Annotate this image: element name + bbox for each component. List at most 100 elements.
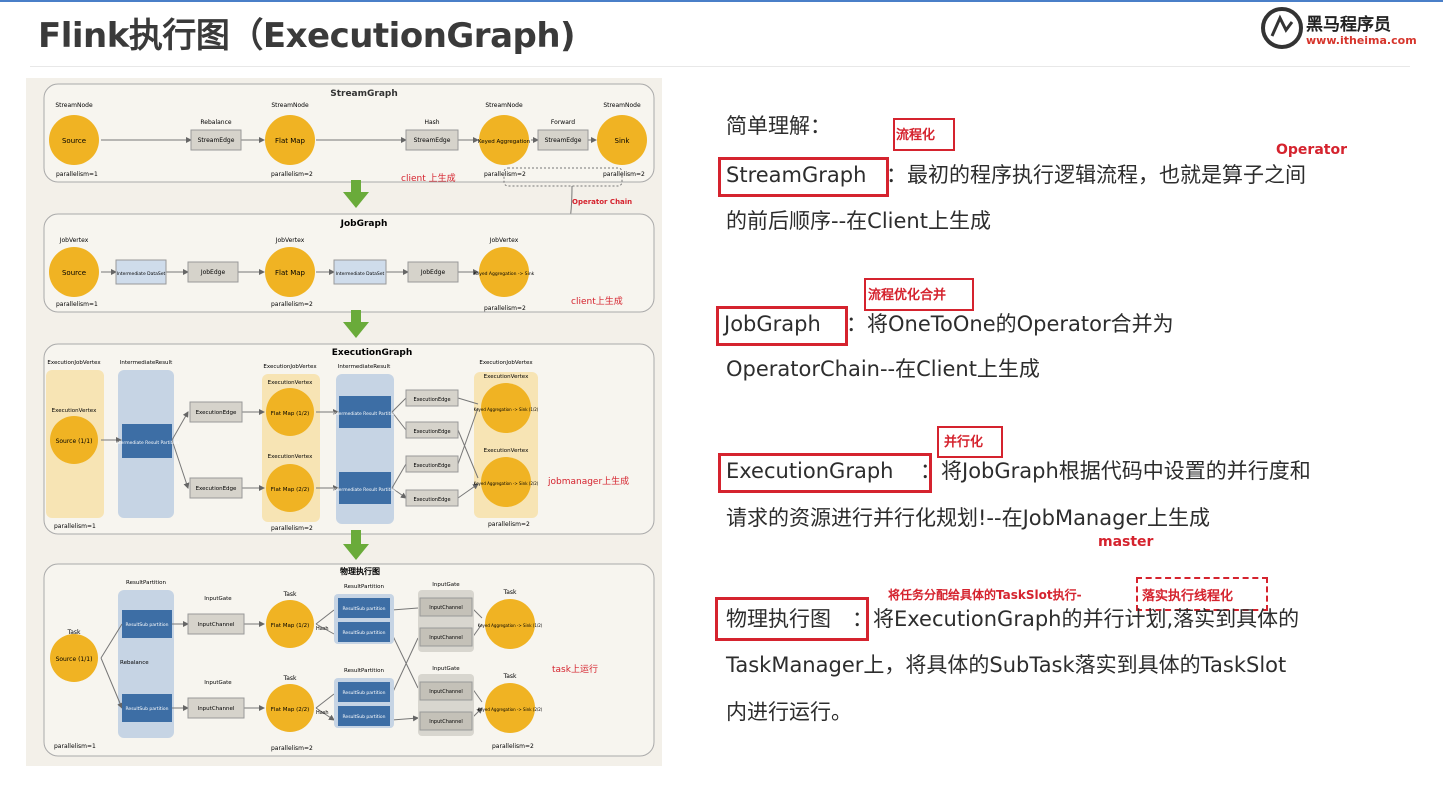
eg-agg-node-1 [481, 457, 531, 507]
jg-edge-box-1 [407, 261, 459, 283]
ph-input-channel-box-0 [187, 613, 245, 635]
sg-edge-1: StreamEdge [414, 137, 451, 144]
sg-edge-box-1 [405, 129, 459, 151]
eg-agg-0: Keyed Aggregation -> Sink (1/2) [474, 407, 539, 412]
title-divider [30, 66, 1410, 67]
page-title: Flink执行图（ExecutionGraph) [38, 16, 576, 56]
eg-edge-box-1 [189, 477, 243, 499]
phys-line-1: ：将ExecutionGraph的并行计划,落实到具体的 [852, 607, 1300, 631]
ph-task-title-2: Task [283, 675, 297, 682]
eg-partition-box-1 [339, 396, 391, 428]
jg-node-1: Flat Map [275, 269, 306, 277]
eg-flatmap-node-0 [266, 388, 314, 436]
itheima-logo-icon [1261, 7, 1303, 49]
eg-vertex-title-1: ExecutionVertex [268, 380, 313, 386]
ph-input-channel-1: InputChannel [198, 706, 235, 712]
note-box-exec [937, 426, 1003, 458]
ph-input-channel-2: InputChannel [429, 605, 462, 611]
sg-edge-title-1: Hash [424, 119, 439, 126]
eg-flatmap-node-1 [266, 464, 314, 512]
sg-node-title-2: StreamNode [485, 102, 523, 109]
eg-vertex-title-0: ExecutionVertex [52, 408, 97, 414]
note-box-job [864, 278, 974, 311]
ph-input-channel-3: InputChannel [429, 635, 462, 641]
ph-input-channel-4: InputChannel [429, 689, 462, 695]
sg-par-0: parallelism=1 [56, 171, 98, 178]
ph-task-title-1: Task [283, 591, 297, 598]
sg-edge-title-0: Rebalance [200, 119, 232, 126]
sg-par-1: parallelism=2 [271, 171, 313, 178]
note-stream: 流程化 [896, 128, 936, 143]
ph-input-channel-box-5 [419, 711, 473, 731]
sg-node-title-3: StreamNode [603, 102, 641, 109]
jg-node-title-2: JobVertex [489, 237, 519, 244]
exec-term: ExecutionGraph [726, 459, 894, 483]
eg-edge-box-3 [405, 421, 459, 439]
jg-par-1: parallelism=2 [271, 301, 313, 308]
ph-subpartition-box-0 [122, 610, 172, 638]
ph-hash-0: Hash [316, 626, 329, 632]
ph-subpartition-1: ResultSub partition [126, 706, 169, 712]
eg-vertex-title-4: ExecutionVertex [484, 448, 529, 454]
streamgraph-label: StreamGraph [330, 89, 398, 99]
ph-par-2: parallelism=2 [492, 743, 534, 750]
ph-source-node [50, 634, 98, 682]
eg-partition-1: Intermediate Result Partition [333, 411, 398, 417]
note-phys-b: 落实执行线程化 [1142, 589, 1234, 604]
eg-edge-box-0 [189, 401, 243, 423]
eg-edge-box-4 [405, 455, 459, 473]
eg-source-node [50, 416, 98, 464]
jg-note: client上生成 [571, 295, 623, 307]
ph-subpartition-5: ResultSub partition [343, 714, 386, 720]
eg-edge-box-2 [405, 389, 459, 407]
eg-edge-4: ExecutionEdge [413, 463, 450, 469]
sg-edge-2: StreamEdge [545, 137, 582, 144]
sg-node-title-1: StreamNode [271, 102, 309, 109]
ph-input-channel-5: InputChannel [429, 719, 462, 725]
ph-rp-title-0: ResultPartition [126, 580, 166, 586]
eg-edge-0: ExecutionEdge [196, 410, 237, 416]
jg-node-title-0: JobVertex [59, 237, 89, 244]
eg-jobvertex-title-0: ExecutionJobVertex [47, 360, 101, 366]
jg-par-2: parallelism=2 [484, 305, 526, 312]
jg-source-node [49, 247, 99, 297]
ph-input-channel-0: InputChannel [198, 622, 235, 628]
diagram-svg: StreamGraph StreamNode StreamNode Stream… [43, 83, 655, 757]
eg-agg-1: Keyed Aggregation -> Sink (2/2) [474, 481, 539, 486]
ph-subpartition-box-2 [338, 598, 390, 618]
eg-partition-box-0 [122, 424, 172, 458]
green-arrow-icon-1 [343, 180, 369, 208]
ph-par-1: parallelism=2 [271, 745, 313, 752]
top-border [0, 0, 1443, 2]
operator-chain-outline [503, 167, 623, 187]
note-box-phys [1136, 577, 1268, 611]
eg-par-0: parallelism=1 [54, 523, 96, 530]
eg-jobvertex-title-2: ExecutionJobVertex [479, 360, 533, 366]
exec-term-box [718, 453, 932, 493]
sg-edge-box-2 [537, 129, 589, 151]
eg-partition-0: Intermediate Result Partition [115, 440, 180, 446]
physical-label: 物理执行图 [340, 566, 380, 576]
ph-agg-0: Keyed Aggregation -> Sink (1/2) [478, 623, 543, 628]
jg-edge-box-0 [187, 261, 239, 283]
jg-dataset-1: Intermediate DataSet [336, 271, 385, 277]
ph-input-channel-box-3 [419, 627, 473, 647]
ph-hash-1: Hash [316, 710, 329, 716]
note-operator: Operator [1276, 142, 1347, 158]
green-arrow-icon-2 [343, 310, 369, 338]
ph-subpartition-2: ResultSub partition [343, 606, 386, 612]
ph-subpartition-0: ResultSub partition [126, 622, 169, 628]
ph-input-gate-3: InputGate [432, 666, 460, 672]
executiongraph-label: ExecutionGraph [332, 348, 413, 358]
logo-name: 黑马程序员 [1306, 15, 1391, 35]
ph-task-title-0: Task [67, 629, 81, 636]
ph-agg-node-1 [485, 683, 535, 733]
eg-edge-5: ExecutionEdge [413, 497, 450, 503]
job-line-2: OperatorChain--在Client上生成 [726, 357, 1040, 381]
phys-term-box [715, 597, 869, 641]
eg-source: Source (1/1) [56, 438, 93, 445]
ph-input-channel-box-2 [419, 597, 473, 617]
sg-edge-title-2: Forward [551, 119, 575, 126]
exec-line-2: 请求的资源进行并行化规划!--在JobManager上生成 [726, 506, 1210, 530]
ph-input-gate-2: InputGate [432, 582, 460, 588]
